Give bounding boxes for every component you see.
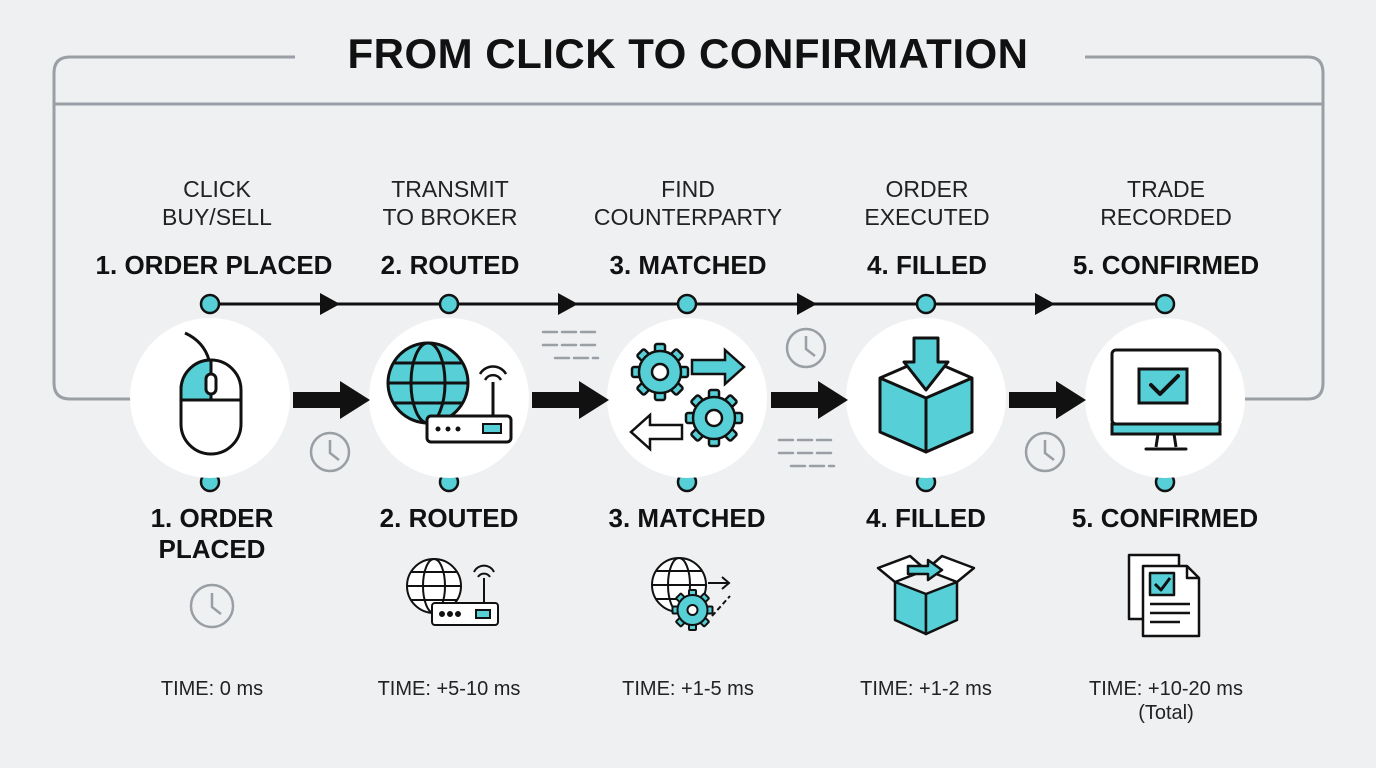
box-down-arrow-icon (878, 336, 974, 454)
mouse-icon (179, 331, 243, 456)
step-2-time: TIME: +5-10 ms (377, 678, 521, 700)
clock-icon (1024, 431, 1066, 473)
flow-arrow (1009, 381, 1086, 419)
step-4-bottom-label: 4. FILLED (866, 503, 986, 533)
gears-arrows-icon (629, 342, 746, 452)
step-3-label: 3. MATCHED (609, 250, 767, 280)
frame-line (52, 55, 1325, 401)
flow-arrow (293, 381, 370, 419)
timeline-dot (438, 293, 460, 315)
step-4-description: ORDER EXECUTED (864, 176, 990, 230)
flow-arrows (293, 381, 1086, 419)
globe-gear-icon (651, 557, 731, 631)
diagram-title: FROM CLICK TO CONFIRMATION (347, 30, 1029, 77)
flow-arrow (771, 381, 848, 419)
clock-icon (309, 431, 351, 473)
speed-lines-icon (541, 330, 600, 360)
clock-icon (189, 583, 235, 629)
timeline-arrowhead (558, 293, 578, 315)
step-3-time: TIME: +1-5 ms (622, 678, 754, 700)
monitor-check-icon (1110, 348, 1222, 451)
step-5-description: TRADE RECORDED (1100, 176, 1232, 230)
step-1-label: 1. ORDER PLACED (95, 250, 333, 280)
step-4-time: TIME: +1-2 ms (860, 678, 992, 700)
step-5-label: 5. CONFIRMED (1072, 250, 1260, 280)
step-circle (607, 318, 767, 478)
step-1-description: CLICK BUY/SELL (162, 176, 272, 230)
step-2-description: TRANSMIT TO BROKER (382, 176, 518, 230)
document-check-icon (1127, 553, 1201, 638)
timeline-dot (199, 293, 221, 315)
step-2-bottom-label: 2. ROUTED (379, 503, 519, 533)
timeline-arrowhead (1035, 293, 1055, 315)
step-5-time: TIME: +10-20 ms (Total) (1089, 678, 1243, 724)
globe-router-icon (406, 558, 499, 626)
step-3-bottom-label: 3. MATCHED (608, 503, 766, 533)
timeline-arrowhead (320, 293, 340, 315)
globe-router-icon (386, 341, 513, 444)
top-timeline (199, 293, 1176, 315)
step-1-bottom-label: 1. ORDER PLACED (150, 503, 274, 564)
timeline-dot (1154, 293, 1176, 315)
timeline-dot (915, 293, 937, 315)
open-box-icon (876, 554, 976, 636)
step-4-label: 4. FILLED (867, 250, 987, 280)
step-2-label: 2. ROUTED (380, 250, 520, 280)
step-1-time: TIME: 0 ms (160, 678, 264, 700)
step-5-bottom-label: 5. CONFIRMED (1071, 503, 1259, 533)
timeline-arrowhead (797, 293, 817, 315)
clock-icon (785, 327, 827, 369)
flow-arrow (532, 381, 609, 419)
step-3-description: FIND COUNTERPARTY (593, 176, 783, 230)
timeline-dot (676, 293, 698, 315)
speed-lines-icon (777, 438, 836, 468)
